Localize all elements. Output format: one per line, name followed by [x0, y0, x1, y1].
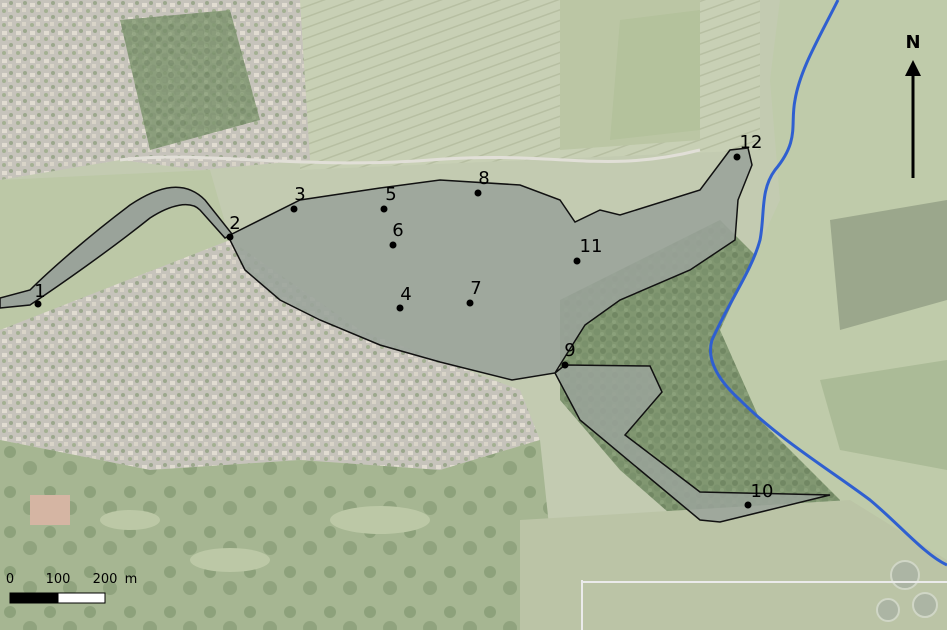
sample-point-marker	[744, 501, 752, 509]
scale-tick-0: 0	[6, 572, 14, 587]
sample-point-label: 5	[385, 184, 396, 205]
sample-point-label: 3	[294, 184, 305, 205]
golf-fairway	[330, 506, 430, 534]
sample-point-label: 4	[400, 284, 411, 305]
meadow-west	[0, 170, 230, 330]
sample-point-label: 12	[740, 132, 763, 153]
scale-tick-200: 200	[93, 572, 118, 587]
sample-point-8[interactable]: 8	[474, 168, 490, 197]
golf-fairway	[100, 510, 160, 530]
river	[709, 0, 947, 567]
north-label: N	[905, 32, 920, 53]
sample-point-label: 7	[470, 278, 481, 299]
sample-point-label: 9	[564, 340, 575, 361]
river-channel-west	[0, 186, 234, 309]
sample-point-6[interactable]: 6	[389, 220, 404, 249]
sample-point-9[interactable]: 9	[561, 340, 576, 369]
sample-point-10[interactable]: 10	[744, 481, 774, 509]
sample-point-marker	[466, 299, 474, 307]
sample-point-label: 6	[392, 220, 403, 241]
sports-court	[30, 495, 70, 525]
woods-northwest	[120, 10, 260, 150]
sample-point-marker	[226, 233, 234, 241]
sample-point-label: 2	[229, 213, 240, 234]
sample-point-1[interactable]: 1	[34, 281, 46, 308]
sample-point-2[interactable]: 2	[226, 213, 241, 241]
sample-point-label: 10	[751, 481, 774, 502]
lake-south-arm	[554, 364, 831, 523]
sample-point-7[interactable]: 7	[466, 278, 482, 307]
field-east-2	[820, 360, 947, 470]
north-arrow: N	[905, 32, 921, 178]
sample-point-12[interactable]: 12	[733, 132, 763, 161]
golf-fairway	[190, 548, 270, 572]
field-orchard	[610, 10, 700, 140]
north-arrow-head	[905, 60, 921, 76]
town-south	[0, 240, 540, 470]
sample-point-label: 1	[34, 281, 45, 302]
scale-tick-100: 100	[46, 572, 71, 587]
sample-point-marker	[290, 205, 298, 213]
sample-point-marker	[380, 205, 388, 213]
sample-point-label: 8	[478, 168, 489, 189]
sample-point-marker	[733, 153, 741, 161]
fields-southeast	[520, 500, 947, 630]
field-dark-east	[830, 200, 947, 330]
sample-point-11[interactable]: 11	[573, 236, 603, 265]
sample-point-4[interactable]: 4	[396, 284, 412, 312]
scale-segment-white	[57, 592, 106, 604]
sample-point-marker	[389, 241, 397, 249]
road-north-shore	[119, 148, 701, 165]
scale-segment-black	[9, 592, 59, 604]
scale-unit: m	[125, 572, 138, 587]
sample-point-3[interactable]: 3	[290, 184, 306, 213]
scale-bar: 0 100 200 m	[6, 572, 138, 604]
sample-point-marker	[34, 300, 42, 308]
sample-point-marker	[573, 257, 581, 265]
sample-point-5[interactable]: 5	[380, 184, 397, 213]
sample-point-marker	[474, 189, 482, 197]
lake-main	[226, 147, 753, 381]
golf-course	[0, 440, 560, 630]
sample-point-label: 11	[580, 236, 603, 257]
sample-point-marker	[561, 361, 569, 369]
sample-point-marker	[396, 304, 404, 312]
